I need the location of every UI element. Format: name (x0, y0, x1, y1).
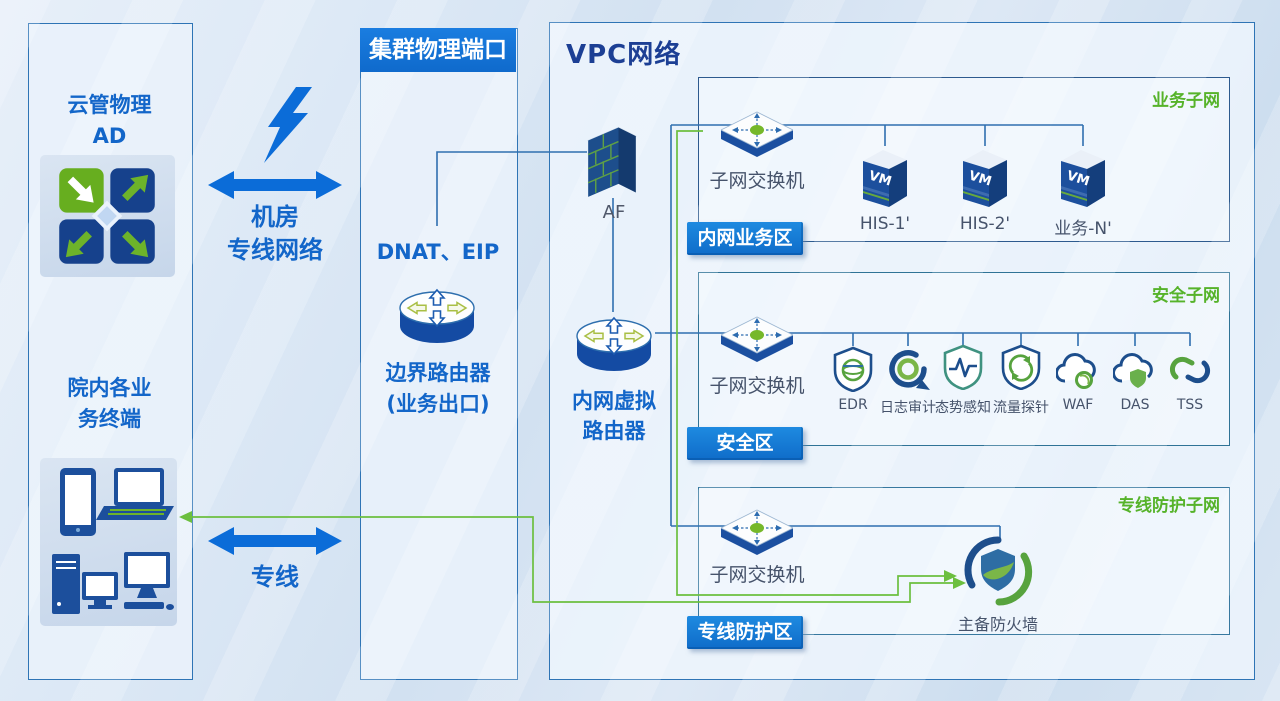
subnet-label-security: 安全子网 (1152, 286, 1220, 306)
ad-load-balancer-icon (59, 168, 155, 264)
green-arrowhead-to-terminals (179, 511, 192, 523)
svg-text:VM: VM (867, 168, 893, 189)
das-icon (1113, 353, 1153, 388)
subnet-box-business (698, 77, 1230, 242)
vm-icon-his2: VM (963, 150, 1007, 207)
dedicated-line-arrow-icon (208, 527, 342, 555)
cluster-header-label: 集群物理端口 (369, 37, 507, 63)
subnet-switch-label-security: 子网交换机 (709, 375, 805, 397)
vpc-box (549, 22, 1255, 680)
subnet-switch-icon-dedicated (721, 509, 793, 555)
room-line-arrow-icon (208, 171, 342, 199)
zone-badge-security: 安全区 (687, 427, 803, 460)
vm-icon-business-n: VM (1061, 150, 1105, 207)
situation-awareness-label: 态势感知 (935, 400, 991, 416)
dnat-eip-label: DNAT、EIP (376, 240, 500, 264)
internal-router-icon (576, 316, 652, 371)
ad-icon-panel (40, 155, 175, 277)
vpc-title: VPC网络 (566, 40, 682, 70)
ha-firewall-label: 主备防火墙 (957, 615, 1038, 634)
subnet-switch-label-dedicated: 子网交换机 (709, 564, 805, 586)
subnet-switch-label-business: 子网交换机 (709, 170, 805, 192)
log-audit-icon (889, 350, 930, 390)
svg-text:VM: VM (1065, 168, 1091, 189)
edr-icon (833, 346, 873, 392)
green-arrowhead-to-firewall-2 (953, 577, 966, 589)
cluster-column-box (360, 28, 518, 680)
dedicated-line-label: 专线 (251, 563, 299, 591)
vm-label-his1: HIS-1' (859, 214, 911, 234)
waf-label: WAF (1062, 397, 1094, 413)
af-label: AF (602, 202, 626, 223)
svg-text:VM: VM (967, 168, 993, 189)
terminals-icon-panel (40, 458, 177, 626)
ha-firewall-icon (964, 536, 1033, 606)
traffic-probe-label: 流量探针 (993, 400, 1049, 416)
zone-badge-business: 内网业务区 (687, 222, 803, 255)
vm-icon-his1: VM (863, 150, 907, 207)
terminal-devices-icon (52, 468, 174, 614)
border-router-label: 边界路由器 (业务出口) (385, 361, 491, 416)
green-arrowhead-to-firewall-1 (944, 570, 957, 582)
zone-badge-dedicated: 专线防护区 (687, 616, 803, 649)
vm-label-business-n: 业务-N' (1054, 219, 1112, 239)
subnet-label-business: 业务子网 (1152, 91, 1220, 111)
af-firewall-icon (586, 126, 638, 197)
lightning-icon (264, 87, 312, 163)
traffic-probe-icon (1001, 344, 1041, 390)
cluster-header: 集群物理端口 (360, 28, 516, 72)
subnet-switch-icon-business (721, 111, 793, 157)
border-router-icon (399, 288, 475, 343)
subnet-switch-icon-security (721, 316, 793, 362)
das-label: DAS (1120, 397, 1150, 413)
subnet-box-dedicated (698, 487, 1230, 635)
situation-awareness-icon (943, 344, 983, 390)
internal-router-label: 内网虚拟 路由器 (572, 389, 656, 443)
subnet-label-dedicated: 专线防护子网 (1118, 496, 1220, 516)
log-audit-label: 日志审计 (880, 400, 936, 416)
vm-label-his2: HIS-2' (959, 214, 1011, 234)
cloud-ad-title: 云管物理 AD (67, 93, 152, 148)
waf-icon (1056, 353, 1096, 389)
tss-icon (1169, 356, 1211, 384)
room-line-label: 机房 专线网络 (227, 203, 323, 264)
tss-label: TSS (1176, 397, 1204, 413)
edr-label: EDR (838, 397, 868, 413)
terminals-title: 院内各业 务终端 (67, 376, 152, 431)
